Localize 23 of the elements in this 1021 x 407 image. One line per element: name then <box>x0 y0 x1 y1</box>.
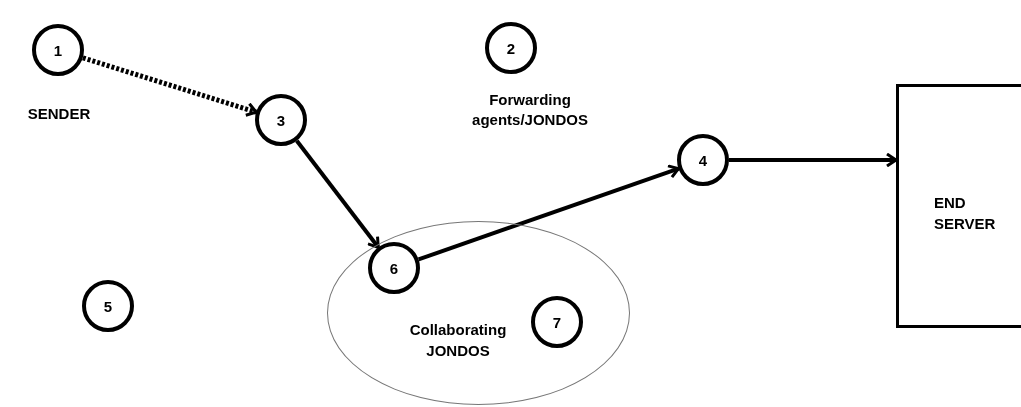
numbered-circle <box>368 242 420 294</box>
arrow <box>82 55 258 117</box>
node-number: 1 <box>53 41 63 59</box>
node-number: 5 <box>103 297 113 315</box>
numbered-circle <box>82 280 134 332</box>
numbered-circle <box>677 134 729 186</box>
arrow <box>729 152 898 168</box>
arrow <box>295 139 380 249</box>
node-caption: SENDER <box>26 104 92 124</box>
node-label: Collaborating JONDOS <box>408 320 508 361</box>
numbered-circle <box>32 24 84 76</box>
node-number: 3 <box>276 111 286 129</box>
numbered-circle <box>485 22 537 74</box>
node-caption: Forwarding agents/JONDOS <box>471 90 589 129</box>
arrow <box>417 164 680 262</box>
server-box <box>896 84 1021 328</box>
numbered-circle <box>255 94 307 146</box>
node-label: END SERVER <box>934 193 994 234</box>
node-number: 7 <box>552 313 562 331</box>
numbered-circle <box>531 296 583 348</box>
node-number: 6 <box>389 259 399 277</box>
node-number: 4 <box>698 151 708 169</box>
node-number: 2 <box>506 39 516 57</box>
